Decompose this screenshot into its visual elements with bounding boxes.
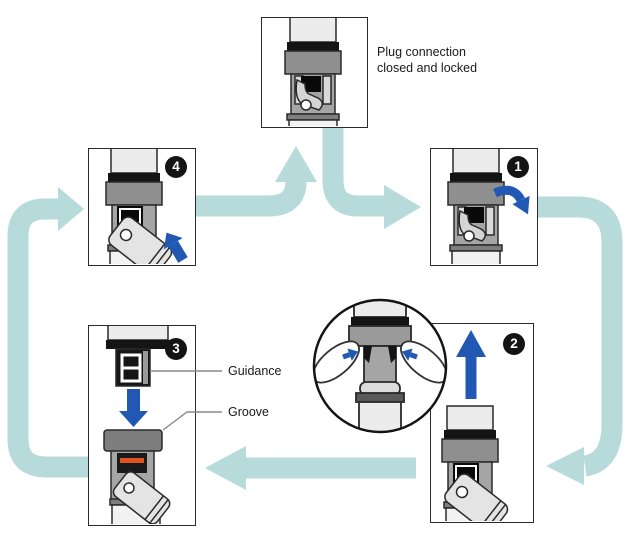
- panel-step-4: 4: [88, 148, 196, 266]
- cycle-arrowhead-into-step3: [205, 446, 246, 490]
- groove-label: Groove: [228, 405, 269, 419]
- press-arrow-left: [342, 348, 359, 361]
- cycle-arrow-step3-to-step4: [7, 198, 88, 478]
- grip-detail-inset: [312, 298, 448, 434]
- press-arrow-right: [401, 348, 418, 361]
- connector-separated-illustration: [103, 326, 171, 524]
- cycle-arrow-step4-to-top: [196, 181, 307, 217]
- cycle-arrowhead-into-top: [275, 146, 317, 182]
- panel-step-3: 3: [88, 325, 196, 526]
- closed-locked-note: Plug connection closed and locked: [377, 44, 477, 76]
- guidance-label: Guidance: [228, 364, 282, 378]
- cycle-arrowhead-into-step1: [384, 185, 421, 229]
- action-arrow-open-lever: [493, 185, 530, 215]
- step-badge-4: 4: [165, 156, 187, 178]
- plug-guidance-part: [106, 326, 170, 387]
- step-badge-1: 1: [507, 156, 529, 178]
- connector-open-with-close-arrow: [105, 149, 188, 264]
- cycle-arrowhead-into-step2: [546, 447, 584, 485]
- step-badge-2: 2: [503, 333, 525, 355]
- action-arrow-insert: [119, 389, 148, 427]
- connector-closed-illustration: [284, 18, 342, 126]
- cycle-arrow-top-to-step1: [322, 128, 384, 217]
- panel-closed-locked: [261, 17, 368, 128]
- cycle-arrow-step1-to-step2: [538, 196, 623, 477]
- panel-step-1: 1: [430, 148, 538, 266]
- action-arrow-pull-plug: [456, 330, 486, 399]
- panel-step-2: 2: [430, 323, 534, 523]
- action-arrow-close-lever: [163, 232, 188, 263]
- closed-locked-note-line1: Plug connection: [377, 45, 466, 59]
- socket-with-groove: [103, 429, 171, 524]
- closed-locked-note-line2: closed and locked: [377, 61, 478, 75]
- connector-closed-with-turn-arrow: [447, 149, 530, 264]
- connector-open-with-pull-arrow: [441, 330, 509, 521]
- step-badge-3: 3: [165, 338, 187, 360]
- cycle-arrowhead-into-step4: [58, 187, 84, 231]
